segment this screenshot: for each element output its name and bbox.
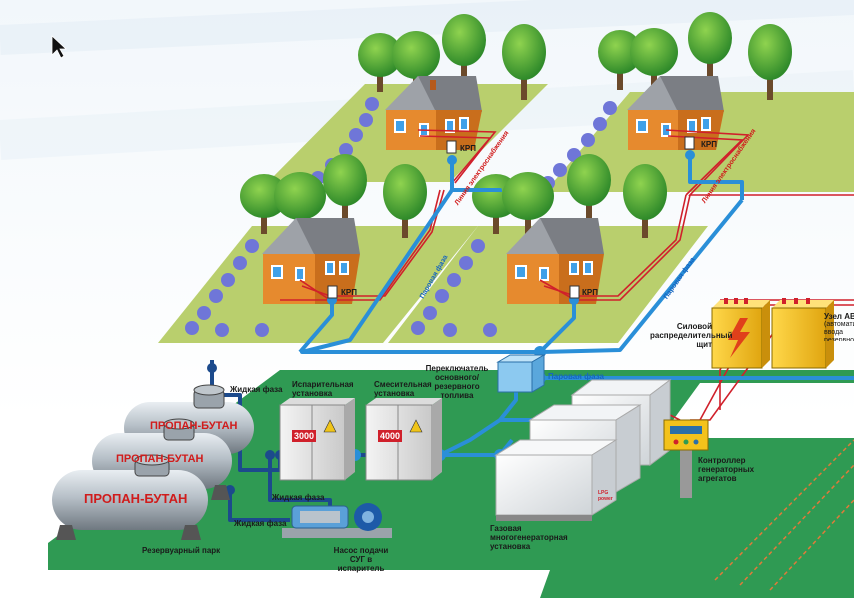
- tree: [502, 172, 554, 234]
- reservoir-park-label: Резервуарный парк: [142, 546, 221, 555]
- avr-unit: [771, 298, 834, 369]
- tree: [502, 24, 546, 100]
- vapor-phase-label: Паровая фаза: [548, 372, 604, 381]
- tank-1: [52, 454, 208, 540]
- mixer-label: Смесительная установка: [374, 380, 432, 398]
- tree: [240, 174, 288, 234]
- krp-label: КРП: [341, 288, 357, 297]
- tree: [323, 154, 367, 228]
- tree: [630, 28, 678, 92]
- evaporator-cabinet: [279, 398, 355, 481]
- evaporator-badge: 3000: [294, 431, 315, 441]
- generator-set: [494, 379, 672, 521]
- tank-label: ПРОПАН-БУТАН: [84, 491, 188, 506]
- liquid-phase-label: Жидкая фаза: [234, 519, 287, 528]
- pump-label: Насос подачи СУГ в испаритель: [333, 546, 389, 573]
- liquid-phase-label: Жидкая фаза: [272, 493, 325, 502]
- mixer-badge: 4000: [380, 431, 401, 441]
- generator-label: Газовая многогенераторная установка: [490, 524, 568, 551]
- tree: [442, 14, 486, 88]
- tree: [567, 154, 611, 228]
- controller-label: Контроллер генераторных агрегатов: [698, 456, 755, 483]
- tree: [623, 164, 667, 238]
- krp-label: КРП: [460, 144, 476, 153]
- hydrangea-bushes: [185, 97, 617, 337]
- mixer-cabinet: [365, 398, 442, 481]
- liquid-phase-label: Жидкая фаза: [230, 385, 283, 394]
- tank-label: ПРОПАН-БУТАН: [150, 420, 238, 432]
- power-shield-label: Силовой распределительный щит: [650, 322, 733, 349]
- tree: [358, 33, 402, 92]
- power-shield: [711, 298, 770, 369]
- house-lower-left: [262, 218, 360, 304]
- tree: [688, 12, 732, 88]
- krp-label: КРП: [582, 288, 598, 297]
- generator-controller: [663, 419, 709, 498]
- tree: [383, 164, 427, 238]
- tree: [748, 24, 792, 100]
- fuel-switch-label: Переключатель основного/резервного топли…: [425, 364, 489, 400]
- mouse-cursor-icon: [51, 35, 68, 59]
- krp-boxes: [327, 136, 695, 299]
- avr-description: (автоматического ввода резервного электр…: [824, 321, 854, 341]
- house-upper-left: [385, 76, 482, 150]
- generator-brand: LPG power: [598, 490, 613, 502]
- pump: [282, 503, 392, 538]
- tank-label: ПРОПАН-БУТАН: [116, 453, 204, 465]
- fuel-switch: [496, 354, 546, 393]
- avr-title: Узел АВР: [824, 312, 854, 321]
- trees: [240, 12, 792, 238]
- tree: [598, 30, 642, 90]
- power-lines-right: [714, 439, 854, 591]
- krp-label: КРП: [701, 140, 717, 149]
- evaporator-label: Испарительная установка: [292, 380, 354, 398]
